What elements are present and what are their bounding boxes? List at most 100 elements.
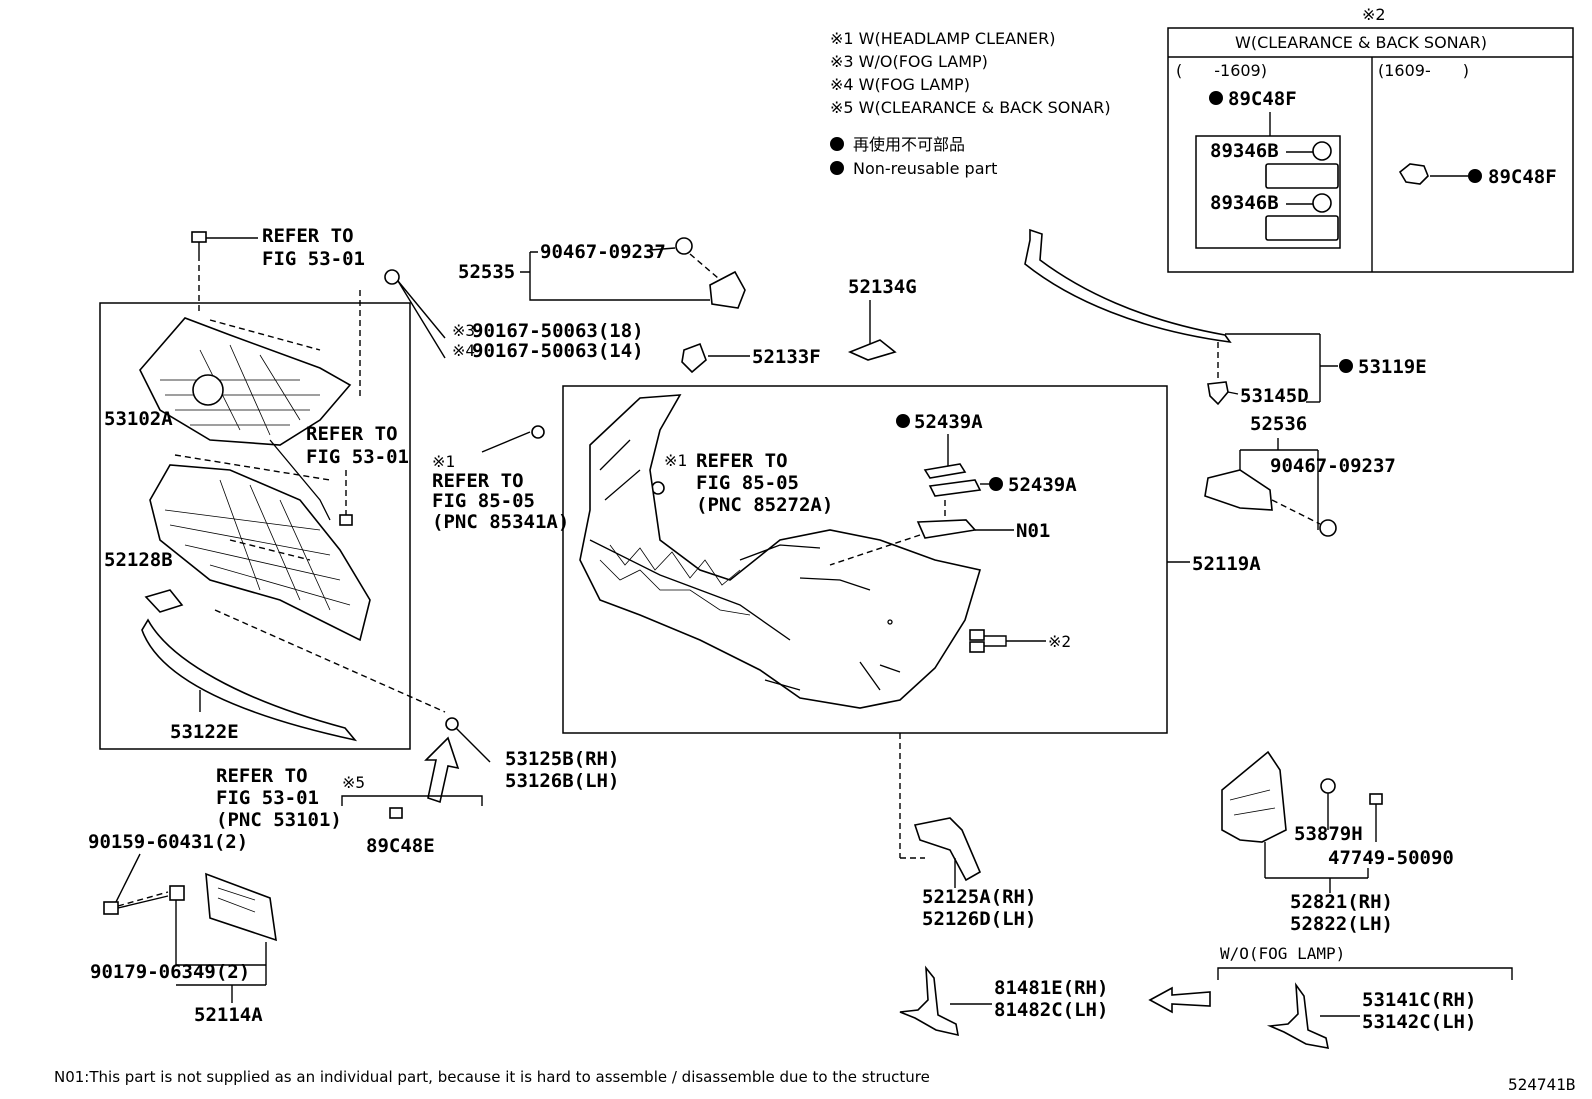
part-label[interactable]: 89C48F [1488, 166, 1557, 188]
variant-marker: ※2 [1048, 632, 1071, 651]
refer-text[interactable]: FIG 53-01 [306, 446, 409, 468]
refer-text[interactable]: REFER TO [216, 765, 308, 787]
footnote: N01:This part is not supplied as an indi… [54, 1068, 930, 1086]
part-label[interactable]: 52536 [1250, 413, 1307, 435]
part-label[interactable]: 89C48F [1228, 88, 1297, 110]
refer-text[interactable]: (PNC 85272A) [696, 494, 833, 516]
part-label[interactable]: 53125B(RH) [505, 748, 619, 770]
bracket-52125A-icon [913, 817, 982, 882]
part-label[interactable]: 52133F [752, 346, 821, 368]
variant-marker: ※5 [342, 773, 365, 792]
refer-text[interactable]: (PNC 53101) [216, 809, 342, 831]
replacement-arrow-icon [1148, 986, 1211, 1014]
part-label[interactable]: 52114A [194, 1004, 263, 1026]
bumper-box-frame [562, 385, 1168, 734]
part-label[interactable]: 52535 [458, 261, 515, 283]
part-label[interactable]: 53122E [170, 721, 239, 743]
upper-grille-shape [139, 317, 352, 521]
part-label[interactable]: 53102A [104, 408, 173, 430]
bracket-52535-icon [709, 270, 746, 309]
part-label[interactable]: N01 [1016, 520, 1050, 542]
legend-note-1: ※1 W(HEADLAMP CLEANER) [830, 29, 1055, 48]
part-label[interactable]: 52439A [914, 411, 983, 433]
part-label[interactable]: 53119E [1358, 356, 1427, 378]
sonar-holder-icon [1398, 163, 1429, 185]
clip-icon [1207, 381, 1229, 406]
part-label[interactable]: 53141C(RH) [1362, 989, 1476, 1011]
sonar-box-title: W(CLEARANCE & BACK SONAR) [1235, 33, 1487, 52]
fog-cover-81481E-icon [899, 965, 960, 1037]
part-label[interactable]: 53126B(LH) [505, 770, 619, 792]
non-reusable-jp: 再使用不可部品 [853, 135, 965, 154]
bumper-cover-shape [579, 394, 982, 709]
part-label[interactable]: 89C48E [366, 835, 435, 857]
lower-grille-shape [144, 454, 371, 642]
part-label[interactable]: 90167-50063(14) [472, 340, 644, 362]
legend-note-5: ※5 W(CLEARANCE & BACK SONAR) [830, 98, 1111, 117]
refer-text[interactable]: REFER TO [262, 225, 354, 247]
grille-box-frame [99, 302, 411, 750]
part-label[interactable]: 52126D(LH) [922, 908, 1036, 930]
part-label[interactable]: 90467-09237 [540, 241, 666, 263]
variant-marker: ※3 [452, 321, 475, 340]
part-label[interactable]: 47749-50090 [1328, 847, 1454, 869]
upper-molding-shape [1024, 228, 1338, 406]
spacer-icon [928, 479, 982, 497]
legend-note-3: ※3 W/O(FOG LAMP) [830, 52, 988, 71]
connector-icon [1312, 141, 1332, 161]
sonar-box-marker: ※2 [1362, 5, 1386, 24]
clip-90167 [359, 269, 446, 400]
part-label[interactable]: 52128B [104, 549, 173, 571]
part-label[interactable]: 90179-06349(2) [90, 961, 250, 983]
spacer-icon [923, 463, 967, 479]
sonar-box-frame [1167, 27, 1574, 273]
figure-id: 524741B [1508, 1075, 1575, 1094]
bracket-52134G-icon [847, 339, 897, 361]
part-label[interactable]: 52439A [1008, 474, 1077, 496]
part-label[interactable]: 53879H [1294, 823, 1363, 845]
part-label[interactable]: 52134G [848, 276, 917, 298]
grille-top-bolt [191, 231, 258, 312]
sonar-clip-icon [389, 807, 403, 819]
part-label[interactable]: 52821(RH) [1290, 891, 1393, 913]
non-reusable-dot-icon [830, 161, 844, 175]
bracket-52536-icon [1204, 469, 1273, 511]
sonar-bracket-icon [1265, 215, 1339, 241]
part-label[interactable]: 89346B [1210, 192, 1279, 214]
sonar-bracket-icon [1265, 163, 1339, 189]
variant-label: W/O(FOG LAMP) [1220, 944, 1345, 963]
part-label[interactable]: 53142C(LH) [1362, 1011, 1476, 1033]
part-label[interactable]: 52822(LH) [1290, 913, 1393, 935]
part-label[interactable]: 52119A [1192, 553, 1261, 575]
bolt-icon [103, 901, 119, 915]
license-bracket [103, 872, 277, 1003]
part-label[interactable]: 81481E(RH) [994, 977, 1108, 999]
part-label[interactable]: 53145D [1240, 385, 1309, 407]
part-label[interactable]: 89346B [1210, 140, 1279, 162]
refer-text[interactable]: REFER TO [306, 423, 398, 445]
clip-icon [675, 237, 693, 255]
variant-marker: ※1 [664, 451, 687, 470]
clip-icon [384, 269, 400, 285]
non-reusable-en: Non-reusable part [853, 159, 997, 178]
part-label[interactable]: 81482C(LH) [994, 999, 1108, 1021]
refer-text[interactable]: FIG 53-01 [216, 787, 319, 809]
refer-text[interactable]: (PNC 85341A) [432, 511, 569, 533]
nut-icon [169, 885, 185, 901]
part-label[interactable]: 90159-60431(2) [88, 831, 248, 853]
refer-text[interactable]: FIG 53-01 [262, 248, 365, 270]
bolt-icon [191, 231, 207, 243]
fog-cover-53141C-icon [1266, 982, 1330, 1049]
sonar-connector-icon [969, 629, 985, 641]
refer-text[interactable]: REFER TO [696, 450, 788, 472]
direction-arrow-icon [424, 736, 460, 804]
part-label[interactable]: 90467-09237 [1270, 455, 1396, 477]
part-label[interactable]: 90167-50063(18) [472, 320, 644, 342]
refer-text[interactable]: FIG 85-05 [696, 472, 799, 494]
part-label[interactable]: 52125A(RH) [922, 886, 1036, 908]
sonar-left-range: ( -1609) [1176, 61, 1267, 80]
refer-text[interactable]: REFER TO [432, 470, 524, 492]
non-reusable-dot-icon [830, 137, 844, 151]
refer-text[interactable]: FIG 85-05 [432, 490, 535, 512]
